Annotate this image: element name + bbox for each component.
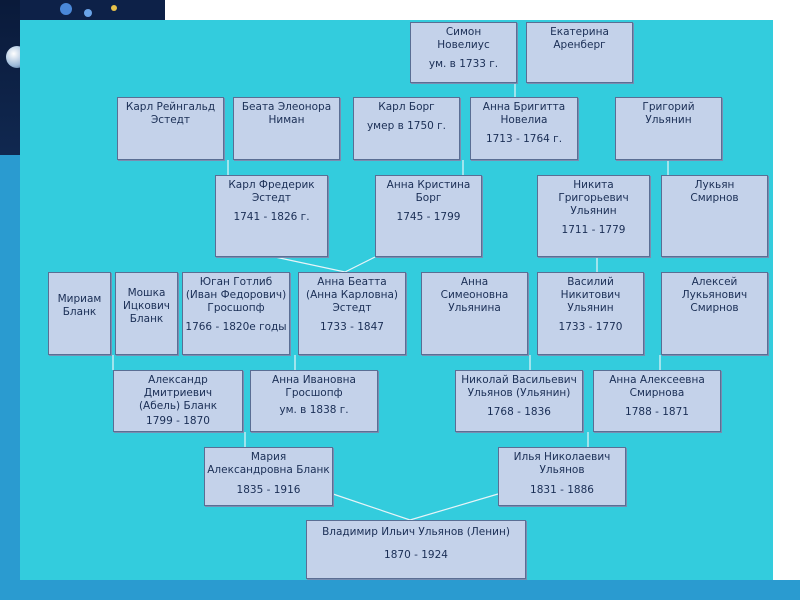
person-karl-reingald-estedt: Карл Рейнгальд Эстедт xyxy=(117,97,224,160)
person-name: Екатерина Аренберг xyxy=(529,26,630,52)
person-name: Алексей Лукьянович Смирнов xyxy=(664,276,765,315)
person-vasiliy-ulyanin: Василий Никитович Ульянин 1733 - 1770 xyxy=(537,272,644,355)
person-years: 1713 - 1764 г. xyxy=(473,133,575,146)
person-name: Мария Александровна Бланк xyxy=(207,451,330,477)
connector-line xyxy=(275,257,375,272)
person-years: 1711 - 1779 xyxy=(540,224,647,237)
person-years: 1831 - 1886 xyxy=(501,484,623,497)
person-name: Симон Новелиус xyxy=(413,26,514,52)
person-lukyan-smirnov: Лукьян Смирнов xyxy=(661,175,768,257)
person-anna-kristina-borg: Анна Кристина Борг 1745 - 1799 xyxy=(375,175,482,257)
person-nikita-ulyanin: Никита Григорьевич Ульянин 1711 - 1779 xyxy=(537,175,650,257)
person-nikolay-ulyanov: Николай Васильевич Ульянов (Ульянин) 176… xyxy=(455,370,583,432)
person-name: Карл Борг xyxy=(356,101,457,114)
person-years: 1733 - 1847 xyxy=(301,321,403,334)
person-aleksey-smirnov: Алексей Лукьянович Смирнов xyxy=(661,272,768,355)
person-years: 1741 - 1826 г. xyxy=(218,211,325,224)
person-ilya-ulyanov: Илья Николаевич Ульянов 1831 - 1886 xyxy=(498,447,626,506)
person-years: 1835 - 1916 xyxy=(207,484,330,497)
person-miriam-blank: Мириам Бланк xyxy=(48,272,111,355)
person-anna-ivanovna-grosshopf: Анна Ивановна Гросшопф ум. в 1838 г. xyxy=(250,370,378,432)
connector-line xyxy=(333,494,498,520)
person-years: 1766 - 1820е годы xyxy=(185,321,287,334)
person-years: 1788 - 1871 xyxy=(596,406,718,419)
person-aleksandr-blank: Александр Дмитриевич (Абель) Бланк 1799 … xyxy=(113,370,243,432)
person-simon-novelius: Симон Новелиус ум. в 1733 г. xyxy=(410,22,517,83)
person-name: Анна Кристина Борг xyxy=(378,179,479,205)
person-name: Владимир Ильич Ульянов (Ленин) xyxy=(309,526,523,539)
person-anna-beatta-estedt: Анна Беатта (Анна Карловна) Эстедт 1733 … xyxy=(298,272,406,355)
person-years: 1799 - 1870 xyxy=(116,415,240,428)
person-years: 1745 - 1799 xyxy=(378,211,479,224)
person-years: ум. в 1733 г. xyxy=(413,58,514,71)
person-ekaterina-arenberg: Екатерина Аренберг xyxy=(526,22,633,83)
person-name: Лукьян Смирнов xyxy=(664,179,765,205)
person-yugan-grosshopf: Юган Готлиб (Иван Федорович) Гросшопф 17… xyxy=(182,272,290,355)
person-years: умер в 1750 г. xyxy=(356,120,457,133)
person-name: Анна Симеоновна Ульянина xyxy=(424,276,525,315)
person-name: Анна Алексеевна Смирнова xyxy=(596,374,718,400)
person-anna-brigitta-novelia: Анна Бригитта Новелиа 1713 - 1764 г. xyxy=(470,97,578,160)
person-beata-niman: Беата Элеонора Ниман xyxy=(233,97,340,160)
person-name: Илья Николаевич Ульянов xyxy=(501,451,623,477)
person-name: Карл Фредерик Эстедт xyxy=(218,179,325,205)
person-grigoriy-ulyanin: Григорий Ульянин xyxy=(615,97,722,160)
person-years: 1870 - 1924 xyxy=(309,549,523,562)
person-name: Василий Никитович Ульянин xyxy=(540,276,641,315)
person-anna-alekseevna-smirnova: Анна Алексеевна Смирнова 1788 - 1871 xyxy=(593,370,721,432)
person-name: Александр Дмитриевич (Абель) Бланк xyxy=(116,374,240,413)
person-years: ум. в 1838 г. xyxy=(253,404,375,417)
person-karl-frederik-estedt: Карл Фредерик Эстедт 1741 - 1826 г. xyxy=(215,175,328,257)
person-mariya-blank: Мария Александровна Бланк 1835 - 1916 xyxy=(204,447,333,506)
person-name: Юган Готлиб (Иван Федорович) Гросшопф xyxy=(185,276,287,315)
person-name: Николай Васильевич Ульянов (Ульянин) xyxy=(458,374,580,400)
person-name: Анна Ивановна Гросшопф xyxy=(253,374,375,400)
person-moshka-blank: Мошка Ицкович Бланк xyxy=(115,272,178,355)
person-name: Мириам Бланк xyxy=(51,293,108,319)
person-years: 1768 - 1836 xyxy=(458,406,580,419)
person-name: Григорий Ульянин xyxy=(618,101,719,127)
person-karl-borg: Карл Борг умер в 1750 г. xyxy=(353,97,460,160)
person-name: Никита Григорьевич Ульянин xyxy=(540,179,647,218)
person-name: Анна Беатта (Анна Карловна) Эстедт xyxy=(301,276,403,315)
person-years: 1733 - 1770 xyxy=(540,321,641,334)
person-name: Анна Бригитта Новелиа xyxy=(473,101,575,127)
person-name: Мошка Ицкович Бланк xyxy=(118,287,175,326)
person-anna-simeonovna-ulyanina: Анна Симеоновна Ульянина xyxy=(421,272,528,355)
person-vladimir-lenin: Владимир Ильич Ульянов (Ленин) 1870 - 19… xyxy=(306,520,526,579)
person-name: Беата Элеонора Ниман xyxy=(236,101,337,127)
person-name: Карл Рейнгальд Эстедт xyxy=(120,101,221,127)
